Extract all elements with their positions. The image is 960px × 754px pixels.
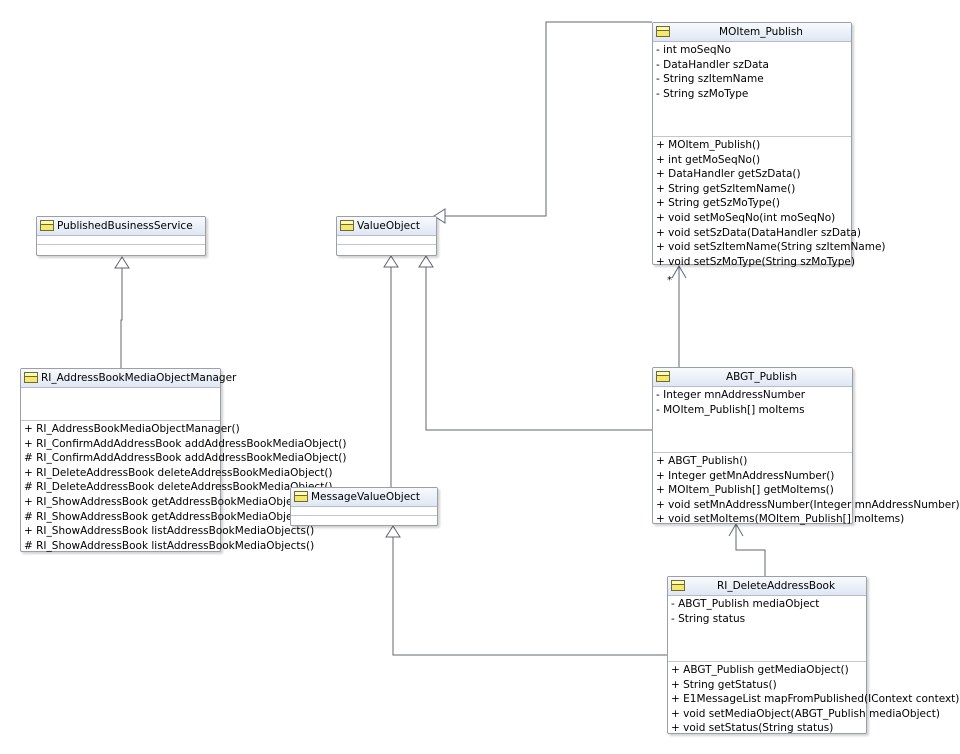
operation: + void setSzItemName(String szItemName): [656, 241, 886, 254]
generalization-abgt-to-value-object: [425, 267, 652, 431]
attributes-compartment: - ABGT_Publish mediaObject - String statu…: [668, 596, 866, 662]
operation: # RI_ShowAddressBook getAddressBookMedia…: [24, 510, 311, 523]
operation: + void setMediaObject(ABGT_Publish media…: [671, 707, 940, 720]
class-header: MessageValueObject: [291, 488, 437, 507]
class-header: MOItem_Publish: [653, 23, 851, 42]
operation: + String getSzMoType(): [656, 197, 781, 210]
generalization-moitem-to-value-object: [445, 21, 652, 217]
operation: + String getStatus(): [671, 678, 777, 691]
operation: + void setSzMoType(String szMoType): [656, 255, 855, 268]
hollow-arrowhead: [418, 255, 434, 268]
class-header: ValueObject: [337, 217, 436, 236]
attribute: - MOItem_Publish[] moItems: [656, 403, 805, 416]
generalization-delete-address-book-to-message-value-object: [392, 537, 667, 656]
attributes-compartment: - int moSeqNo - DataHandler szData - Strin…: [653, 42, 851, 137]
operation: + RI_ShowAddressBook listAddressBookMedi…: [24, 525, 315, 538]
uml-class-delete-address-book[interactable]: RI_DeleteAddressBook - ABGT_Publish media…: [667, 576, 960, 735]
class-icon: [24, 372, 38, 383]
class-header: RI_DeleteAddressBook: [668, 577, 866, 596]
attribute: - ABGT_Publish mediaObject: [671, 598, 820, 610]
attribute: - DataHandler szData: [656, 58, 769, 71]
operations-compartment: + RI_AddressBookMediaObjectManager() + RI…: [21, 421, 347, 553]
attribute: - String szItemName: [656, 73, 764, 86]
class-header: ABGT_Publish: [653, 368, 852, 387]
class-name: RI_AddressBookMediaObjectManager: [41, 372, 237, 384]
uml-class-published-business-service[interactable]: PublishedBusinessService: [36, 216, 206, 256]
operation: + void setMoSeqNo(int moSeqNo): [656, 211, 836, 224]
operation: + RI_DeleteAddressBook deleteAddressBook…: [24, 466, 333, 479]
hollow-arrowhead: [433, 208, 446, 224]
operations-compartment: [291, 516, 437, 527]
uml-class-manager[interactable]: RI_AddressBookMediaObjectManager + RI_Add…: [20, 368, 347, 553]
operation: # RI_DeleteAddressBook deleteAddressBook…: [24, 481, 333, 494]
operation: + MOItem_Publish[] getMoItems(): [656, 484, 834, 497]
attribute: - int moSeqNo: [656, 44, 731, 56]
class-icon: [294, 491, 308, 502]
operation: + void setSzData(DataHandler szData): [656, 226, 861, 239]
operation: + DataHandler getSzData(): [656, 168, 801, 181]
uml-class-message-value-object[interactable]: MessageValueObject: [290, 487, 438, 526]
class-name: RI_DeleteAddressBook: [716, 580, 836, 592]
operation: + ABGT_Publish getMediaObject(): [671, 664, 849, 676]
hollow-arrowhead: [383, 255, 399, 268]
operations-compartment: [37, 245, 205, 257]
attributes-compartment: [37, 236, 205, 245]
class-name: PublishedBusinessService: [57, 220, 193, 232]
operation: + RI_AddressBookMediaObjectManager(): [24, 423, 240, 435]
attributes-compartment: [337, 236, 436, 245]
class-header: PublishedBusinessService: [37, 217, 205, 236]
open-arrowhead: [671, 265, 687, 279]
operation: + void setMoItems(MOItem_Publish[] moIte…: [656, 513, 905, 526]
open-arrowhead: [728, 523, 744, 537]
generalization-manager-to-published-business-service: [120, 268, 123, 368]
attribute: - String status: [671, 612, 746, 625]
uml-class-value-object[interactable]: ValueObject: [336, 216, 437, 256]
operation: + void setStatus(String status): [671, 722, 834, 735]
operations-compartment: + ABGT_Publish() + Integer getMnAddressNu…: [653, 453, 960, 526]
class-icon: [671, 580, 685, 591]
operations-compartment: [337, 245, 436, 257]
hollow-arrowhead: [385, 525, 401, 538]
class-icon: [656, 371, 670, 382]
operation: + MOItem_Publish(): [656, 139, 761, 151]
operations-compartment: + ABGT_Publish getMediaObject() + String …: [668, 662, 960, 735]
attribute: - String szMoType: [656, 87, 749, 100]
operation: + RI_ShowAddressBook getAddressBookMedia…: [24, 495, 311, 508]
operations-compartment: + MOItem_Publish() + int getMoSeqNo() + Da…: [653, 137, 886, 268]
uml-class-abgt[interactable]: ABGT_Publish - Integer mnAddressNumber - M…: [652, 367, 960, 526]
attributes-compartment: [21, 388, 220, 421]
operation: + int getMoSeqNo(): [656, 153, 761, 166]
association-delete-address-book-to-abgt: [735, 524, 766, 576]
operation: + Integer getMnAddressNumber(): [656, 469, 835, 482]
operation: + void setMnAddressNumber(Integer mnAddr…: [656, 498, 960, 511]
attributes-compartment: - Integer mnAddressNumber - MOItem_Publis…: [653, 387, 852, 453]
operation: + String getSzItemName(): [656, 182, 796, 195]
relationship-connectors: *: [114, 21, 766, 656]
uml-class-moitem[interactable]: MOItem_Publish - int moSeqNo - DataHandler…: [652, 22, 886, 268]
operation: # RI_ConfirmAddAddressBook addAddressBoo…: [24, 452, 347, 465]
operation: + RI_ConfirmAddAddressBook addAddressBoo…: [24, 437, 347, 450]
class-name: MessageValueObject: [311, 491, 421, 503]
class-name: ValueObject: [357, 220, 421, 232]
operation: # RI_ShowAddressBook listAddressBookMedi…: [24, 539, 315, 552]
attribute: - Integer mnAddressNumber: [656, 389, 806, 401]
operation: + ABGT_Publish(): [656, 455, 748, 467]
operation: + E1MessageList mapFromPublished(IContex…: [671, 693, 960, 706]
multiplicity-label: *: [667, 275, 672, 286]
class-icon: [656, 26, 670, 37]
class-icon: [340, 220, 354, 231]
class-header: RI_AddressBookMediaObjectManager: [21, 369, 236, 388]
class-name: MOItem_Publish: [719, 26, 803, 38]
attributes-compartment: [291, 507, 437, 516]
class-icon: [40, 220, 54, 231]
hollow-arrowhead: [114, 256, 130, 269]
class-name: ABGT_Publish: [725, 371, 798, 383]
